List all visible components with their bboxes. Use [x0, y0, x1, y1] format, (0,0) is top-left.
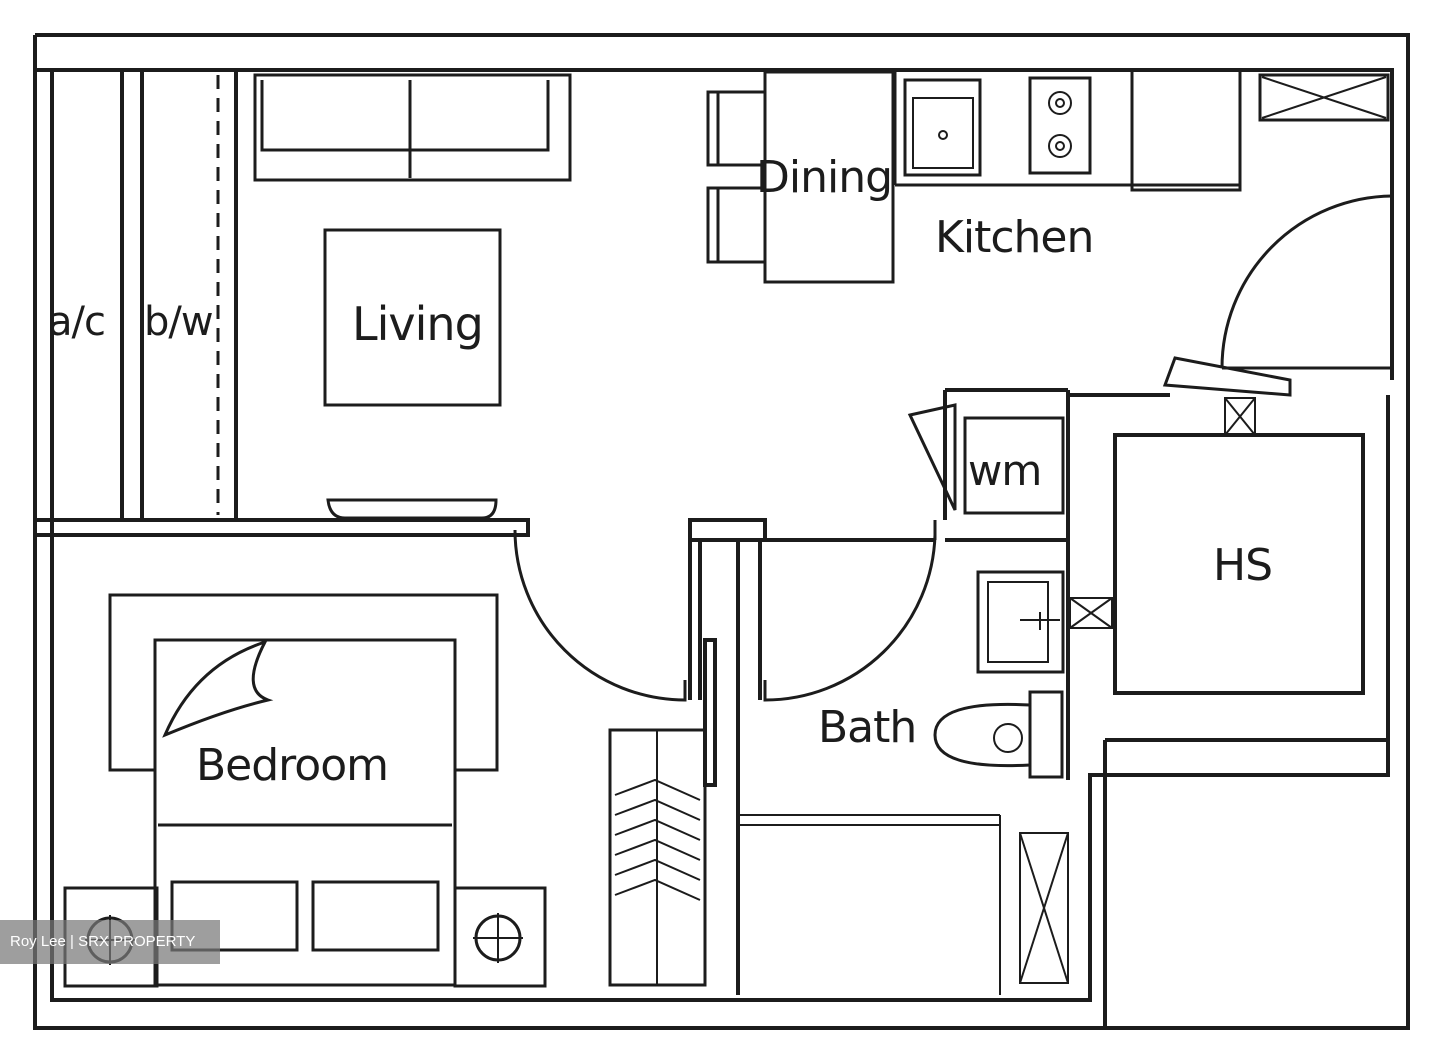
label-washing-machine: wm — [968, 446, 1041, 495]
entrance-door — [1162, 194, 1393, 397]
sofa — [253, 73, 572, 182]
top-right-storage — [1258, 73, 1390, 122]
outer-walls — [33, 33, 1410, 1030]
bath-door — [763, 534, 937, 702]
coffee-table — [323, 228, 502, 407]
interior-walls — [33, 388, 1170, 995]
label-bath: Bath — [818, 702, 916, 753]
wardrobe — [608, 638, 717, 987]
label-dining: Dining — [756, 152, 892, 203]
label-living: Living — [352, 297, 483, 351]
dining-set — [706, 70, 895, 284]
bath-storage — [1019, 832, 1069, 984]
toilet — [933, 690, 1064, 779]
aircon-ledge-and-bay-window — [120, 70, 238, 520]
tv-console — [326, 498, 498, 520]
label-kitchen: Kitchen — [935, 212, 1093, 263]
label-household-shelter: HS — [1213, 540, 1272, 591]
shelter-vent — [1069, 397, 1256, 629]
bed — [108, 593, 499, 987]
kitchen-counter — [893, 72, 1242, 192]
label-aircon-ledge: a/c — [48, 299, 105, 345]
bedroom-door — [513, 529, 687, 702]
label-bay-window: b/w — [144, 299, 213, 345]
label-bedroom: Bedroom — [196, 740, 388, 791]
basin — [976, 570, 1065, 674]
watermark: Roy Lee | SRX PROPERTY — [0, 920, 220, 964]
washing-machine — [907, 403, 1065, 515]
